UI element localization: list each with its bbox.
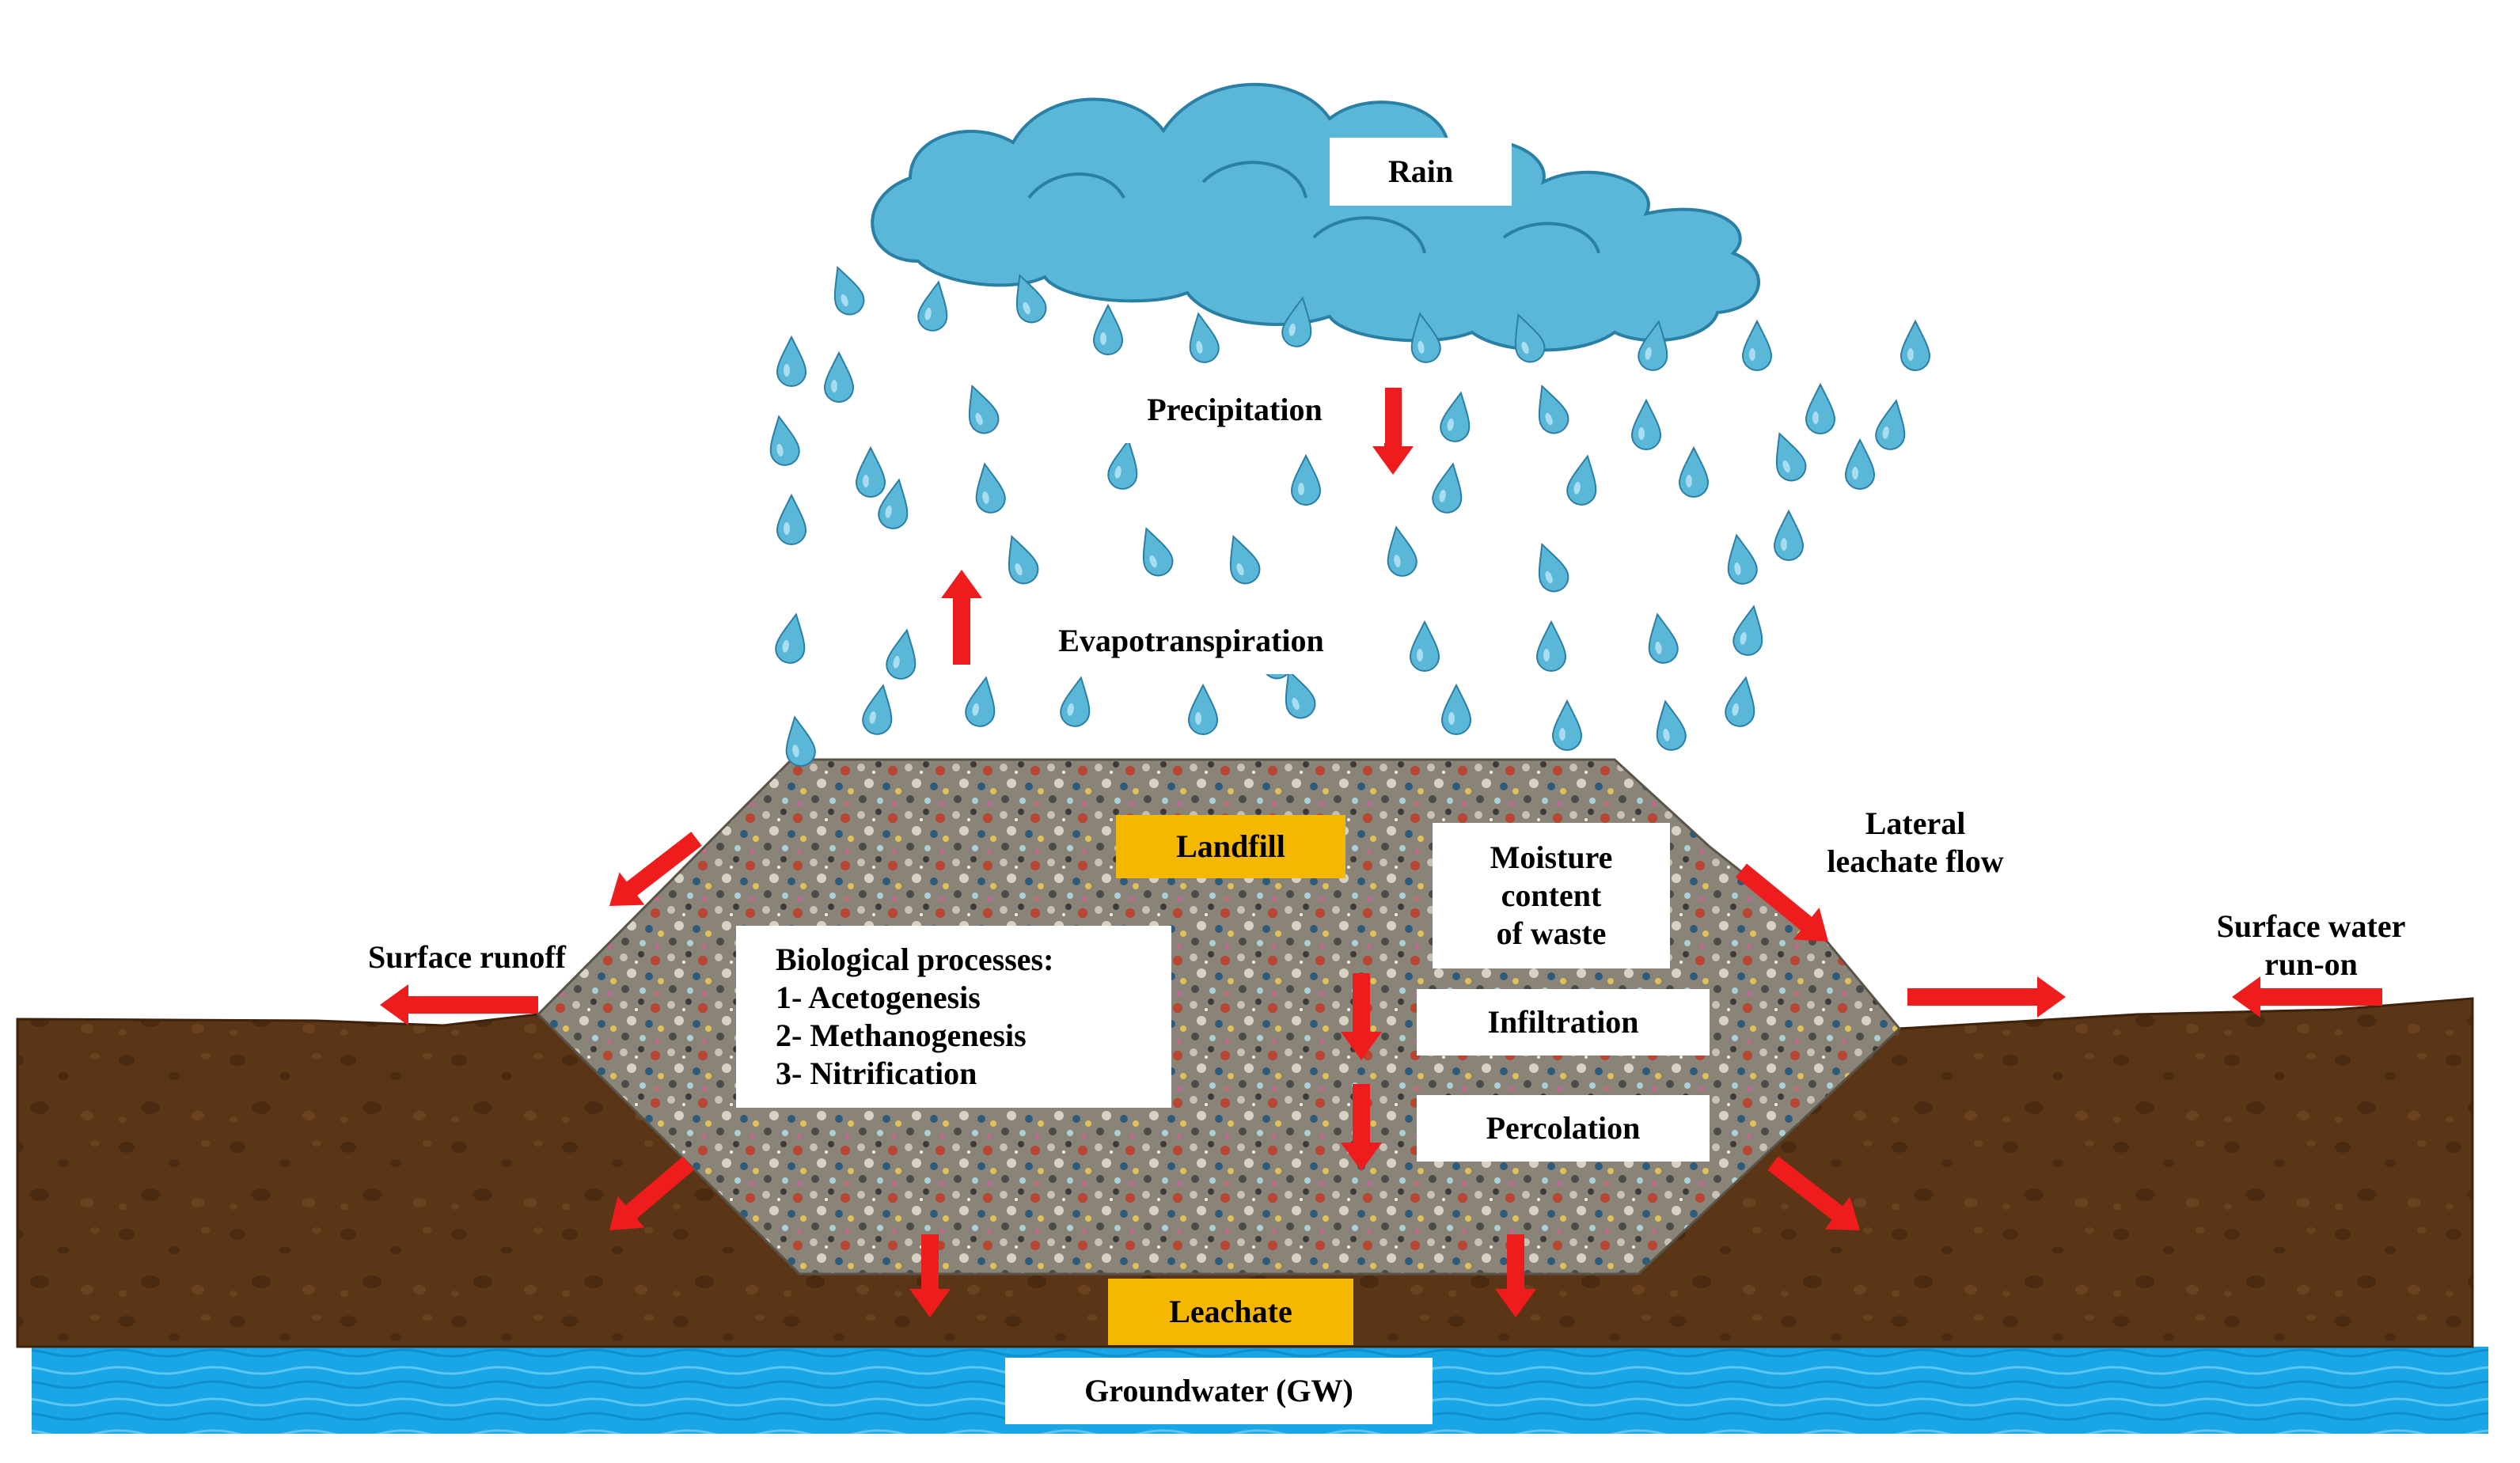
surface-runoff-arrow-diag [609,832,702,906]
raindrop-icon [883,627,922,682]
raindrop-icon [772,611,811,666]
leakage-arrow-left-diag [609,1156,695,1230]
runon-line-1: Surface water [2216,908,2406,944]
raindrop-icon [962,674,1001,730]
raindrop-icon [824,352,854,403]
raindrop-icon [1564,453,1603,508]
bio-item-3: 3- Nitrification [776,1056,977,1091]
raindrop-icon [958,380,1004,438]
rain-cloud [871,82,1760,352]
raindrop-icon [856,447,886,498]
raindrop-icon [1845,439,1875,490]
raindrop-icon [1721,532,1760,587]
raindrop-icon [970,461,1008,516]
raindrop-icon [1650,698,1689,753]
raindrop-icon [1642,611,1681,666]
infiltration-arrow [1341,973,1382,1060]
raindrop-icon [776,336,806,387]
lateral-flow-arrow-diag [1736,863,1828,942]
moisture-line-2: content [1501,877,1602,913]
percolation-arrow [1341,1084,1382,1171]
groundwater-label: Groundwater (GW) [1005,1358,1433,1424]
lateral-line-1: Lateral [1865,805,1966,841]
raindrop-icon [1410,621,1440,672]
raindrop-icon [1057,674,1096,730]
raindrop-icon [1774,510,1804,561]
flow-arrows [380,388,2382,1317]
raindrop-icon [1188,684,1218,735]
raindrop-icon [997,530,1043,589]
raindrop-icon [1722,674,1761,730]
raindrop-icon [1631,400,1661,450]
bio-item-2: 2- Methanogenesis [776,1018,1027,1053]
percolation-label: Percolation [1417,1095,1710,1162]
rain-label: Rain [1330,138,1512,206]
raindrop-icon [1105,437,1144,492]
landfill-label: Landfill [1116,815,1345,878]
raindrop-icon [1183,310,1222,366]
raindrop-icon [1805,384,1835,434]
leakage-arrow-left-down [909,1234,951,1317]
raindrop-icon [1730,603,1769,658]
surface-runoff-arrow [380,984,538,1025]
lateral-flow-arrow [1907,976,2066,1018]
raindrop-icon [1437,389,1476,445]
raindrop-icon [1742,320,1772,371]
infiltration-label: Infiltration [1417,989,1710,1056]
leakage-arrow-right-diag [1767,1156,1860,1230]
moisture-line-3: of waste [1496,915,1607,951]
raindrop-icon [1536,621,1566,672]
surface-runoff-label: Surface runoff [368,939,566,975]
surface-water-runon-arrow [2232,976,2382,1018]
bio-item-1: 1- Acetogenesis [776,980,981,1015]
raindrop-icon [780,714,818,769]
moisture-content-label: Moisture content of waste [1433,823,1670,968]
leakage-arrow-right-down [1495,1234,1536,1317]
raindrop-icon [1381,524,1420,579]
raindrop-icon [1219,530,1265,589]
evapotranspiration-arrow [941,570,982,665]
raindrop-icon [1900,320,1930,371]
raindrop-icon [1679,447,1709,498]
raindrop-icon [1873,397,1911,453]
leachate-label: Leachate [1108,1279,1353,1345]
raindrop-icon [1765,427,1811,486]
raindrop-icon [1528,380,1573,438]
moisture-line-1: Moisture [1490,840,1613,875]
precipitation-label: Precipitation [1084,377,1385,443]
runon-line-2: run-on [2264,946,2358,982]
raindrop-icon [764,413,803,468]
raindrop-icon [860,682,898,737]
raindrop-icon [1528,538,1573,597]
lateral-line-2: leachate flow [1827,843,2004,879]
raindrop-icon [823,261,869,320]
biological-processes-box: Biological processes: 1- Acetogenesis 2-… [736,926,1171,1108]
lateral-leachate-flow-label: Lateral leachate flow [1773,799,2058,886]
raindrop-icon [1429,461,1468,516]
evapotranspiration-label: Evapotranspiration [1005,608,1377,674]
bio-title: Biological processes: [776,942,1054,977]
raindrop-icon [915,279,954,334]
raindrop-icon [1291,455,1321,506]
raindrop-icon [1132,522,1178,581]
raindrop-icon [1552,700,1582,751]
raindrop-icon [1441,684,1471,735]
raindrops [764,261,1930,769]
precipitation-arrow [1372,388,1414,475]
surface-water-runon-label: Surface water run-on [2137,902,2485,989]
raindrop-icon [776,495,806,545]
raindrop-icon [1093,305,1123,355]
